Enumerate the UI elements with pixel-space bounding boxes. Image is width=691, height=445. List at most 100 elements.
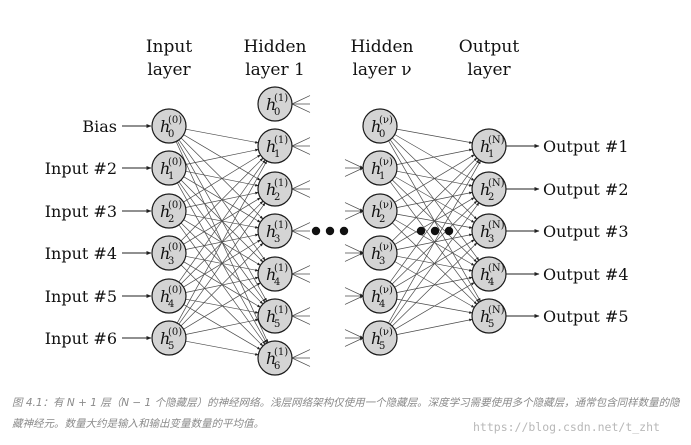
neuron-hidden1-6: h(1) 6 <box>257 340 293 376</box>
neuron-circle <box>362 235 398 271</box>
neuron-label: h <box>371 202 381 221</box>
ellipsis-dot <box>325 226 335 236</box>
neuron-circle <box>257 128 293 164</box>
layer-title-hiddenv: Hidden <box>350 37 413 57</box>
connection-stub <box>344 329 364 339</box>
connection-stub <box>291 188 311 198</box>
neuron-subscript: 4 <box>379 299 385 310</box>
neuron-subscript: 1 <box>168 171 174 182</box>
neuron-output-1: h(N)1 <box>471 128 507 164</box>
neuron-superscript: (ν) <box>379 327 393 338</box>
connection-stub <box>344 287 364 297</box>
neuron-superscript: (N) <box>488 135 505 146</box>
connection-stub <box>344 295 364 305</box>
neuron-hidden1-1: h(1) 1 <box>257 128 293 164</box>
neuron-circle <box>362 193 398 229</box>
neuron-output-5: h(N)5 <box>471 298 507 334</box>
connection-arrow <box>396 191 473 208</box>
neuron-subscript: 5 <box>168 341 174 352</box>
connection-arrow <box>388 160 481 324</box>
neuron-circle <box>151 150 187 186</box>
neuron-circle <box>151 320 187 356</box>
neuron-label: h <box>266 265 276 284</box>
connection-arrow <box>180 157 264 242</box>
neuron-circle <box>151 108 187 144</box>
neuron-hidden1-3: h(1)3 <box>257 213 293 249</box>
neuron-circle <box>257 298 293 334</box>
neuron-hiddenv-2: h(ν)2 <box>362 193 398 229</box>
connection-arrow <box>185 276 259 293</box>
layer-subtitle-output: layer <box>467 60 511 80</box>
connection-stub <box>344 210 364 220</box>
neuron-subscript: 3 <box>488 234 494 245</box>
neuron-subscript: 5 <box>379 341 385 352</box>
neuron-circle <box>257 340 293 376</box>
neuron-circle <box>257 213 293 249</box>
connection-stub <box>344 167 364 177</box>
connection-arrow <box>396 318 473 335</box>
neuron-subscript: 5 <box>274 319 280 330</box>
neuron-superscript: (ν) <box>379 285 393 296</box>
neuron-subscript: 1 <box>274 149 280 160</box>
neuron-hidden1-0: h(1)0 <box>257 86 293 122</box>
neuron-label: h <box>371 244 381 263</box>
neuron-superscript: (1) <box>274 305 288 316</box>
neuron-superscript: (1) <box>274 135 288 146</box>
connection-stub <box>344 159 364 169</box>
neuron-hiddenv-5: h(ν)5 <box>362 320 398 356</box>
connection-arrow <box>185 191 259 208</box>
neuron-superscript: (ν) <box>379 200 393 211</box>
output-label: Output #3 <box>543 222 629 241</box>
neuron-label: h <box>266 222 276 241</box>
neuron-label: h <box>371 117 381 136</box>
connection-stub <box>344 252 364 262</box>
neuron-hiddenv-1: h(ν)1 <box>362 150 398 186</box>
connections <box>175 95 481 367</box>
neuron-superscript: (0) <box>168 285 182 296</box>
neuron-superscript: (1) <box>274 263 288 274</box>
neuron-label: h <box>266 95 276 114</box>
neuron-superscript: (0) <box>168 242 182 253</box>
neuron-superscript: (1) <box>274 347 288 358</box>
connection-stub <box>291 180 311 190</box>
watermark: https://blog.csdn.net/t_zht <box>473 420 660 434</box>
connection-arrow <box>389 202 480 325</box>
neuron-hidden1-5: h(1) 5 <box>257 298 293 334</box>
neuron-hidden1-2: h(1)2 <box>257 171 293 207</box>
neuron-label: h <box>160 202 170 221</box>
neuron-subscript: 2 <box>488 192 494 203</box>
neuron-label: h <box>160 159 170 178</box>
neuron-label: h <box>266 307 276 326</box>
connection-arrow <box>180 264 264 347</box>
neuron-subscript: 1 <box>379 171 385 182</box>
connection-arrow <box>185 318 259 335</box>
input-label: Input #4 <box>45 244 117 263</box>
neuron-label: h <box>266 349 276 368</box>
neuron-circle <box>257 256 293 292</box>
neuron-label: h <box>480 222 490 241</box>
ellipsis-dot <box>430 226 440 236</box>
neuron-subscript: 0 <box>168 129 174 140</box>
connection-stub <box>291 265 311 275</box>
neuron-label: h <box>371 159 381 178</box>
neuron-label: h <box>160 117 170 136</box>
input-label: Bias <box>82 117 117 136</box>
neuron-circle <box>362 320 398 356</box>
connection-arrow <box>178 202 266 325</box>
connection-arrow <box>180 242 264 327</box>
neuron-subscript: 0 <box>379 129 385 140</box>
connection-arrow <box>391 157 478 242</box>
neuron-label: h <box>266 137 276 156</box>
connection-stub <box>291 137 311 147</box>
connection-arrow <box>394 282 475 330</box>
neuron-input-5: h(0)5 <box>151 320 187 356</box>
connection-stub <box>291 95 311 105</box>
neuron-subscript: 6 <box>274 361 280 372</box>
connection-arrow <box>185 128 259 144</box>
neuron-hiddenv-3: h(ν)3 <box>362 235 398 271</box>
neuron-superscript: (1) <box>274 220 288 231</box>
layer-title-input: Input <box>146 37 192 57</box>
connection-stub <box>291 145 311 155</box>
neuron-output-3: h(N)3 <box>471 213 507 249</box>
layer-title-hidden1: Hidden <box>243 37 306 57</box>
